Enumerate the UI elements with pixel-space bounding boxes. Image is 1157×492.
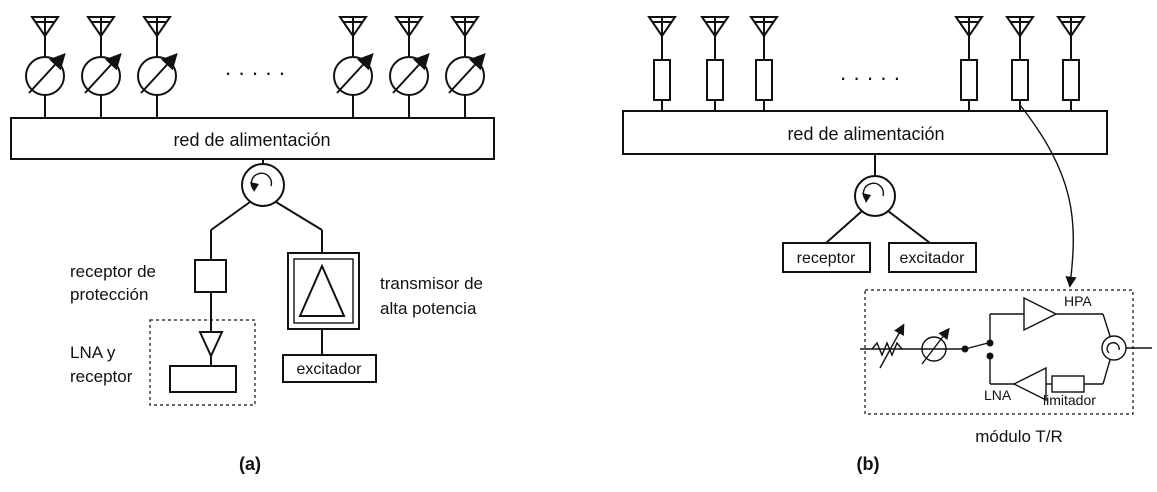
panel-a-receiver-box (169, 365, 237, 393)
panel-a-receiver-protection-label-2: protección (70, 285, 148, 304)
panel-a-transmitter-outer (287, 252, 360, 330)
tr-module-icon (653, 59, 671, 101)
panel-b-lna-label: LNA (984, 387, 1012, 403)
panel-a: · · · · · red de alimentación receptor d… (10, 16, 495, 474)
panel-b-tr-circulator (1101, 335, 1127, 361)
panel-a-feed-network-box (10, 117, 495, 160)
panel-a-circulator (241, 163, 285, 207)
panel-b-caption: (b) (857, 454, 880, 474)
tr-module-icon (960, 59, 978, 101)
panel-a-lna-receiver-group (149, 319, 256, 406)
panel-a-exciter-box (282, 354, 377, 383)
panel-b-receiver-box (782, 242, 871, 273)
panel-b-feed-network-box (622, 110, 1108, 155)
panel-b-exciter-label: excitador (900, 250, 966, 267)
panel-a-exciter-label: excitador (297, 361, 363, 378)
antenna-icon (701, 16, 729, 37)
antenna-icon (955, 16, 983, 37)
panel-b-zoom-arrow (1019, 104, 1077, 288)
panel-b-exciter-box (888, 242, 977, 273)
panel-a-lna-label-2: receptor (70, 367, 133, 386)
antenna-icon (395, 16, 423, 37)
panel-a-hpa-icon (298, 263, 346, 317)
antenna-icon (1006, 16, 1034, 37)
panel-a-feed-network-label: red de alimentación (173, 130, 330, 150)
panel-b-element-4 (955, 16, 983, 111)
panel-b-element-5 (1006, 16, 1034, 111)
panel-b-element-1 (648, 16, 676, 111)
panel-b-element-6 (1057, 16, 1085, 111)
panel-a-receiver-protection-box (194, 259, 227, 293)
panel-b-tr-module-label: módulo T/R (975, 427, 1063, 446)
panel-b-limiter-label: limitador (1043, 392, 1096, 408)
panel-a-transmitter-label-2: alta potencia (380, 299, 477, 318)
panel-b-circulator (854, 175, 896, 217)
panel-b-receiver-label: receptor (797, 250, 856, 267)
tr-module-icon (1011, 59, 1029, 101)
antenna-icon (750, 16, 778, 37)
panel-a-element-2 (81, 16, 122, 118)
tr-module-icon (706, 59, 724, 101)
panel-b-lna-icon (1012, 366, 1047, 402)
panel-b-ellipsis: · · · · · (839, 65, 900, 90)
panel-a-element-3 (137, 16, 178, 118)
panel-b: · · · · · red de alimentación receptor e… (622, 16, 1152, 474)
antenna-icon (648, 16, 676, 37)
panel-a-transmitter-label-1: transmisor de (380, 274, 483, 293)
panel-b-element-2 (701, 16, 729, 111)
panel-a-element-6 (445, 16, 486, 118)
panel-b-tr-internals (860, 296, 1152, 402)
antenna-icon (1057, 16, 1085, 37)
panel-a-element-4 (333, 16, 374, 118)
panel-b-limiter-box (1051, 375, 1085, 393)
panel-b-antennas (648, 16, 1085, 111)
panel-a-ellipsis: · · · · · (224, 60, 285, 85)
panel-a-lna-icon (198, 331, 224, 359)
antenna-icon (87, 16, 115, 37)
antenna-icon (451, 16, 479, 37)
panel-b-tr-module (864, 289, 1134, 415)
panel-a-receiver-protection-label-1: receptor de (70, 262, 156, 281)
panel-b-hpa-label: HPA (1064, 293, 1092, 309)
panel-b-hpa-icon (1023, 296, 1058, 332)
panel-b-element-3 (750, 16, 778, 111)
antenna-icon (143, 16, 171, 37)
panel-a-element-5 (389, 16, 430, 118)
tr-module-icon (1062, 59, 1080, 101)
panel-a-element-1 (25, 16, 66, 118)
panel-a-transmitter-inner (293, 258, 354, 324)
panel-a-antennas (25, 16, 486, 118)
antenna-icon (339, 16, 367, 37)
panel-a-lna-label-1: LNA y (70, 343, 116, 362)
antenna-icon (31, 16, 59, 37)
panel-a-caption: (a) (239, 454, 261, 474)
tr-module-icon (755, 59, 773, 101)
panel-b-feed-network-label: red de alimentación (787, 124, 944, 144)
